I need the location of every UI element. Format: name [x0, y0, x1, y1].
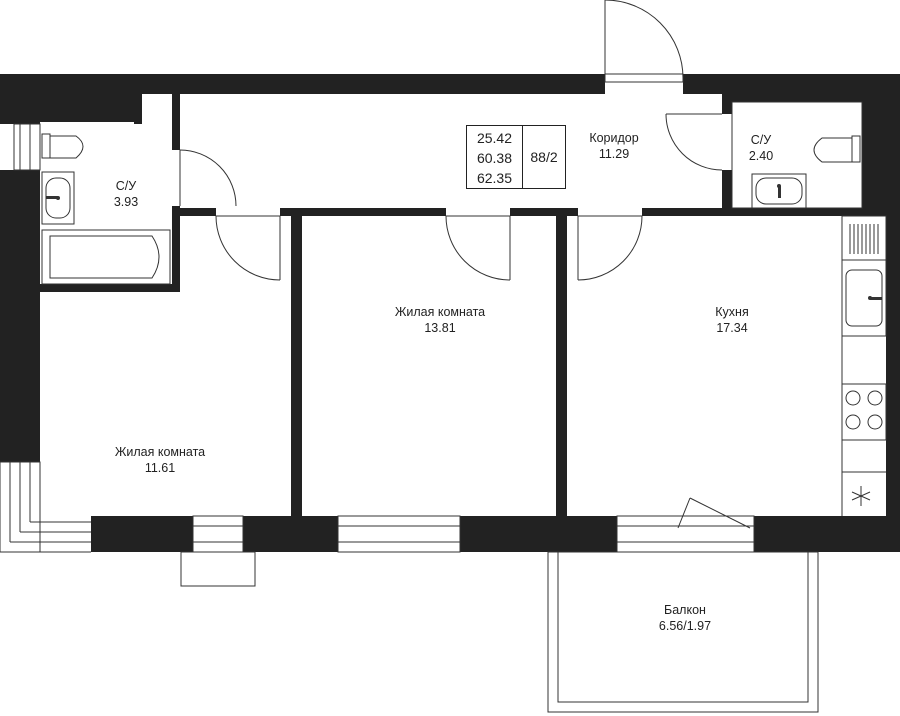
living-area: 25.42 [476, 130, 513, 146]
room-area: 6.56/1.97 [658, 619, 712, 633]
room-area: 13.81 [424, 321, 456, 335]
room-name: Коридор [589, 131, 639, 145]
area-values: 25.42 60.38 62.35 [467, 126, 523, 188]
apartment-number: 88/2 [530, 149, 558, 165]
room-name: Жилая комната [114, 445, 206, 459]
exterior-walls [0, 74, 900, 552]
room-name: Жилая комната [394, 305, 486, 319]
room-area: 17.34 [716, 321, 748, 335]
room-label-living-left: Жилая комната 11.61 [100, 444, 220, 476]
faucets [46, 184, 882, 300]
room-label-corridor: Коридор 11.29 [574, 130, 654, 162]
room-label-balcony: Балкон 6.56/1.97 [640, 602, 730, 634]
room-label-bath-right: С/У 2.40 [736, 132, 786, 164]
stove-grill [849, 224, 879, 254]
total-area-with-balcony: 62.35 [476, 170, 513, 186]
area-summary-box: 25.42 60.38 62.35 88/2 [466, 125, 566, 189]
room-name: С/У [750, 133, 772, 147]
interior-walls [40, 94, 886, 516]
room-area: 11.61 [144, 461, 176, 475]
room-label-bath-left: С/У 3.93 [96, 178, 156, 210]
total-area: 60.38 [476, 150, 513, 166]
room-area: 11.29 [598, 147, 630, 161]
room-label-kitchen: Кухня 17.34 [700, 304, 764, 336]
room-name: Кухня [715, 305, 749, 319]
room-area: 3.93 [113, 195, 139, 209]
room-name: С/У [115, 179, 137, 193]
room-name: Балкон [664, 603, 706, 617]
room-area: 2.40 [748, 149, 774, 163]
room-label-living-center: Жилая комната 13.81 [380, 304, 500, 336]
